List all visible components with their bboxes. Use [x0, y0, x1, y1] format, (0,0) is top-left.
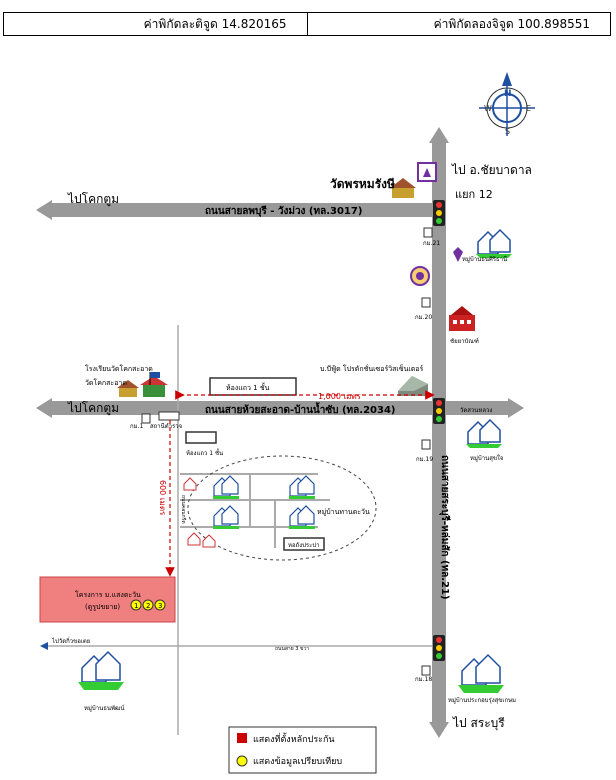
middle-road-label: ถนนสายห้วยสะอาด-บ้านน้ำซับ (ทล.2034) [205, 402, 395, 416]
water-tank-label: หอถังประปา [288, 542, 320, 549]
to-chaibadan-label: ไป อ.ชัยบาดาล [451, 163, 532, 177]
house-icon [466, 418, 502, 448]
km1-label: กม.1 [130, 423, 143, 430]
house-icon [476, 228, 512, 258]
house-icon [458, 653, 504, 693]
top-road [50, 203, 445, 217]
project-sub-label: (ดูรูปขยาย) [85, 603, 120, 611]
arrow-east-mid [508, 398, 524, 418]
distance-600-label: 600 เมตร [158, 480, 167, 516]
factory-icon [398, 376, 428, 396]
compass-n: N [504, 89, 512, 99]
km-post-icon [141, 227, 433, 676]
village4-label: หมู่บ้านธนพัฒน์ [84, 704, 124, 712]
temple-icon [417, 162, 437, 182]
village2-label: หมู่บ้านทานตะวัน [317, 508, 370, 516]
marker-3-label: 3 [158, 602, 162, 610]
legend-yellow-circle-icon [236, 755, 248, 767]
station-label: สถานีตำรวจ [150, 422, 182, 430]
km21-label: กม.21 [423, 240, 440, 247]
house-icon [213, 505, 239, 529]
village-area [187, 455, 377, 561]
small-house-icon [183, 477, 216, 548]
house-icon [289, 505, 315, 529]
distance-1000-label: 1,000 เมตร [318, 392, 362, 401]
small-road-label: ถนนคอนกรีต [180, 495, 187, 524]
traffic-light-icon [433, 200, 445, 226]
legend-red-text: แสดงที่ตั้งหลักประกัน [253, 732, 335, 745]
station-icon [158, 411, 180, 421]
top-road-label: ถนนสายลพบุรี - วังม่วง (ทล.3017) [205, 205, 362, 217]
legend-yellow-text: แสดงข้อมูลเปรียบเทียบ [253, 756, 342, 767]
arrow-west-mid [36, 398, 52, 418]
to-wat-bottom-label: ไปวัดกิ่วขอเตย [51, 637, 90, 645]
project-label: โครงการ ม.แสงตะวัน [75, 590, 141, 599]
row-house-2-label: ห้องแถว 1 ชั้น [186, 447, 223, 457]
village-marker-icon [453, 247, 463, 262]
house-icon [78, 650, 124, 690]
wat-phrom-label: วัดพรหมรังษี [330, 177, 395, 191]
km20-label: กม.20 [415, 314, 432, 321]
arrow-south [429, 722, 449, 738]
marker-1-label: 1 [134, 602, 138, 610]
house-icon [213, 475, 239, 499]
to-saraburi-label: ไป สระบุรี [452, 716, 505, 731]
marker-2-label: 2 [146, 602, 150, 610]
wat-khok-icon [117, 380, 139, 397]
vertical-road-label: ถนนสายสระบุรี-หล่มสัก (ทล.21) [439, 455, 451, 600]
km19-label: กม.19 [416, 456, 433, 463]
wat-khok-label: วัดโคกสะอาด [85, 378, 127, 387]
project-markers: 1 2 3 [130, 599, 166, 611]
legend: แสดงที่ตั้งหลักประกัน แสดงข้อมูลเปรียบเท… [228, 726, 377, 774]
longitude-label: ค่าพิกัดลองจิจูด 100.898551 [306, 13, 611, 35]
arrow-north [429, 127, 449, 143]
intersection-label: แยก 12 [455, 188, 493, 201]
traffic-light-icon [433, 635, 445, 661]
row-house-1-label: ห้องแถว 1 ชั้น [226, 381, 270, 392]
factory-label: บ.บีฟู้ด โปรดักชั่นเซอร์วิสเซ็นเตอร์ [320, 364, 424, 373]
project-area [39, 576, 176, 623]
hospital-icon [449, 306, 475, 331]
water-tank-box [283, 537, 325, 551]
compass-e: E [526, 104, 531, 113]
compass-s: S [505, 127, 510, 136]
school-label: โรงเรียนวัดโคกสะอาด [85, 364, 153, 373]
vertical-road [432, 140, 446, 725]
row-house-box-2 [185, 431, 217, 444]
legend-red-square-icon [237, 733, 247, 743]
hospital-label: ชัยยาบัณฑ์ [450, 337, 479, 345]
village5-label: หมู่บ้านประกอบรุ่งสุขเกษม [448, 697, 516, 704]
to-khoktum-mid: ไปโคกตูม [67, 401, 119, 416]
wat-right-label: วัดสวนหลวง [460, 407, 492, 414]
emblem-icon [410, 266, 430, 286]
wat-building-icon [390, 178, 416, 198]
bottom-road-label: ถนนสาย 3 ขวา [275, 646, 309, 652]
school-icon [140, 372, 168, 397]
arrow-west-top [36, 200, 52, 220]
km18-label: กม.18 [415, 676, 432, 683]
village3-label: หมู่บ้านสุขใจ [470, 454, 503, 462]
to-khoktum-top: ไปโคกตูม [67, 192, 119, 207]
house-icon [289, 475, 315, 499]
traffic-light-icon [433, 398, 445, 424]
village1-label: หมู่บ้านธนศิริธานี [462, 255, 507, 263]
compass-w: W [484, 104, 492, 113]
latitude-label: ค่าพิกัดละติจูด 14.820165 [143, 16, 287, 31]
compass-icon: N E S W [479, 72, 535, 136]
coordinate-bar: ค่าพิกัดละติจูด 14.820165 ค่าพิกัดลองจิจ… [3, 12, 611, 36]
